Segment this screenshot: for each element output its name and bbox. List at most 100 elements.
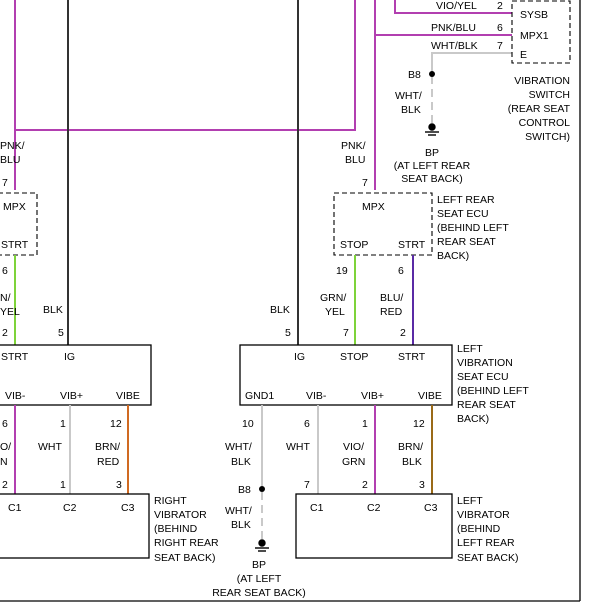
wire-label-grn-left-1: GRN/ <box>320 292 346 304</box>
left-vib-vibe: VIBE <box>418 390 442 402</box>
wire-label-blk-center: BLK <box>270 304 290 316</box>
left-ecu-mpx: MPX <box>362 201 385 213</box>
wire-label-vio-yel: VIO/YEL <box>436 0 477 12</box>
switch-label-4: CONTROL <box>519 117 570 129</box>
left-vib-ig: IG <box>294 351 305 363</box>
pin-1-right-vib: 1 <box>60 418 66 430</box>
right-ecu-mpx: MPX <box>3 201 26 213</box>
switch-label-1: VIBRATION <box>514 75 570 87</box>
pin-3-right-vibrator: 3 <box>116 479 122 491</box>
wire-label-wht-bottom-1: WHT/ <box>225 505 252 517</box>
wire-vio-yel <box>394 0 512 14</box>
wire-pnk-blu-long <box>14 0 356 131</box>
wire-label-pnk-left-1: PNK/ <box>0 140 25 152</box>
pin-10-left-vib: 10 <box>242 418 254 430</box>
right-vibrator-label-2: VIBRATOR <box>154 509 207 521</box>
right-vib-ig: IG <box>64 351 75 363</box>
wire-label-grn-right-2: N <box>0 456 8 468</box>
pin-b8-top: B8 <box>408 69 421 81</box>
pin-6-left-ecu: 6 <box>398 265 404 277</box>
switch-term-mpx1: MPX1 <box>520 30 549 42</box>
wire-label-pnk-left-2: BLU <box>0 154 20 166</box>
vibration-switch: SYSB MPX1 E VIO/YEL PNK/BLU WHT/BLK 2 6 … <box>431 0 571 143</box>
pin-6-left-vib: 6 <box>304 418 310 430</box>
pin-2-left-vib: 2 <box>400 327 406 339</box>
wire-label-blu-left-1: BLU/ <box>380 292 403 304</box>
wire-label-vio-right-1: O/ <box>0 441 11 453</box>
ground-top: B8 WHT/ BLK BP (AT LEFT REAR SEAT BACK) <box>394 69 471 185</box>
wire-label-blk-gnd-2: BLK <box>231 456 251 468</box>
wire-label-vio-left-1: VIO/ <box>343 441 364 453</box>
wire-label-pnk-blu: PNK/BLU <box>431 22 476 34</box>
pin-2-left-vibrator: 2 <box>362 479 368 491</box>
wire-label-wht-gnd-1: WHT/ <box>225 441 252 453</box>
pin-7-switch: 7 <box>497 40 503 52</box>
pin-b8-bottom: B8 <box>238 484 251 496</box>
wire-label-blk-top-2: BLK <box>401 104 421 116</box>
frame <box>0 0 581 602</box>
wire-label-blk-bottom-2: BLK <box>231 519 251 531</box>
left-vib-gnd1: GND1 <box>245 390 274 402</box>
pin-12-right-vib: 12 <box>110 418 122 430</box>
left-vibrator-box <box>295 493 453 559</box>
right-ecu-strt: STRT <box>1 239 29 251</box>
pin-12-left-vib: 12 <box>413 418 425 430</box>
ground-bp-top: BP <box>425 147 439 159</box>
ground-symbol-top-icon <box>425 123 439 136</box>
left-vib-strt: STRT <box>398 351 426 363</box>
wire-label-blk-right: BLK <box>43 304 63 316</box>
wire-wht-blk-top <box>431 52 512 72</box>
left-vibrator-label-2: VIBRATOR <box>457 509 510 521</box>
pin-5-left-vib: 5 <box>285 327 291 339</box>
right-vibrator: C1 C2 C3 RIGHT VIBRATOR (BEHIND RIGHT RE… <box>0 493 219 564</box>
switch-box <box>511 0 571 64</box>
wire-label-yel-right-2: YEL <box>0 306 20 318</box>
ground-loc-bottom-1: (AT LEFT <box>237 573 282 585</box>
wire-label-brn-right-1: BRN/ <box>95 441 120 453</box>
wire-label-blk-left-2: BLK <box>402 456 422 468</box>
wire-label-pnk-mid-2: BLU <box>345 154 365 166</box>
left-vibrator-label-1: LEFT <box>457 495 483 507</box>
wire-label-brn-left-1: BRN/ <box>398 441 423 453</box>
right-rear-seat-ecu: PNK/ BLU 7 MPX STRT 6 N/ YEL BLK 2 5 <box>0 140 64 345</box>
ground-loc-bottom-2: REAR SEAT BACK) <box>212 587 306 599</box>
left-vib-label-2: VIBRATION <box>457 357 513 369</box>
wire-label-red-right-2: RED <box>97 456 120 468</box>
left-vib-vibm: VIB- <box>306 390 327 402</box>
wire-label-pnk-mid-1: PNK/ <box>341 140 366 152</box>
left-ecu-label-1: LEFT REAR <box>437 194 495 206</box>
ground-symbol-bottom-icon <box>255 539 269 552</box>
pin-1-right-vibrator: 1 <box>60 479 66 491</box>
left-vib-stop: STOP <box>340 351 368 363</box>
left-ecu-strt: STRT <box>398 239 426 251</box>
pin-6-right-ecu: 6 <box>2 265 8 277</box>
left-ecu-label-2: SEAT ECU <box>437 208 489 220</box>
right-vibrator-label-4: RIGHT REAR <box>154 537 219 549</box>
left-vib-label-5: REAR SEAT <box>457 399 516 411</box>
right-vib-strt: STRT <box>1 351 29 363</box>
right-vibrator-c3: C3 <box>121 502 135 514</box>
wire-label-wht-left: WHT <box>286 441 310 453</box>
pin-7-right-ecu: 7 <box>2 177 8 189</box>
switch-label-2: SWITCH <box>529 89 570 101</box>
ground-bp-bottom: BP <box>252 559 266 571</box>
right-vibrator-box <box>0 493 150 559</box>
ground-bottom: B8 WHT/ BLK BP (AT LEFT REAR SEAT BACK) <box>212 484 306 599</box>
wire-label-wht-right: WHT <box>38 441 62 453</box>
left-vibration-ecu: IG STOP STRT GND1 VIB- VIB+ VIBE LEFT VI… <box>225 343 529 540</box>
pin-2-right-vibrator: 2 <box>2 479 8 491</box>
splice-b8-bottom <box>259 486 265 492</box>
left-ecu-label-4: REAR SEAT <box>437 236 496 248</box>
ground-loc-top-1: (AT LEFT REAR <box>394 160 471 172</box>
switch-term-e: E <box>520 49 527 61</box>
left-vib-label-3: SEAT ECU <box>457 371 509 383</box>
left-ecu-box <box>333 192 433 256</box>
left-ecu-label-5: BACK) <box>437 250 469 262</box>
left-ecu-stop: STOP <box>340 239 368 251</box>
right-vib-vibm: VIB- <box>5 390 26 402</box>
pin-7-left-vib: 7 <box>343 327 349 339</box>
pin-2-right-vib: 2 <box>2 327 8 339</box>
left-rear-seat-ecu: PNK/ BLU 7 MPX STOP STRT LEFT REAR SEAT … <box>270 140 509 345</box>
left-vib-ecu-box <box>239 344 453 406</box>
